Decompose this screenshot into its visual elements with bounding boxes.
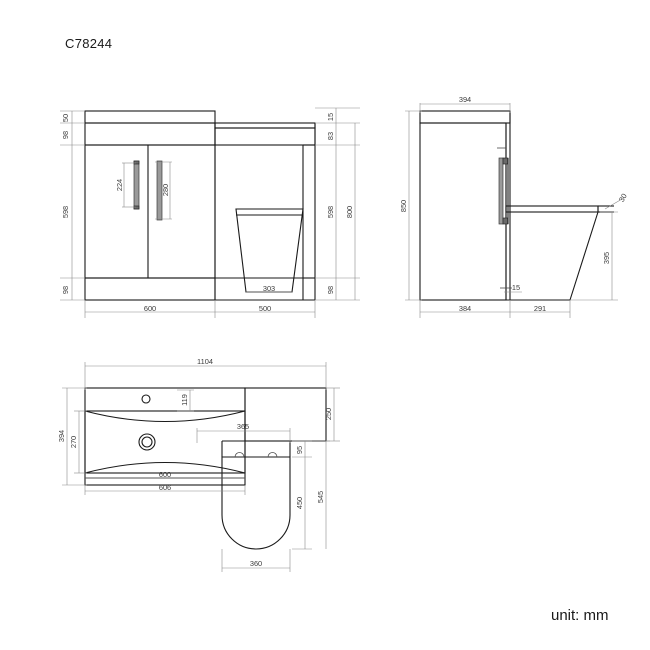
dim-handle-right: 280 bbox=[161, 184, 170, 196]
dim-plan-seat-gap: 95 bbox=[295, 446, 304, 454]
dim-toilet-base-width: 303 bbox=[263, 284, 275, 293]
dim-plan-seat-width: 360 bbox=[250, 559, 262, 568]
dim-side-top-width: 394 bbox=[459, 95, 471, 104]
dim-side-plinth: 15 bbox=[512, 283, 520, 292]
dim-front-overall-height: 800 bbox=[345, 206, 354, 218]
dim-front-right-3: 598 bbox=[326, 206, 335, 218]
dim-plan-seat-length: 450 bbox=[295, 497, 304, 509]
side-elevation-group: 394 850 384 291 15 395 30 bbox=[399, 95, 629, 318]
dim-side-height: 850 bbox=[399, 200, 408, 212]
dim-front-right-4: 98 bbox=[326, 286, 335, 294]
dim-handle-left: 224 bbox=[115, 179, 124, 191]
dim-plan-tap-offset: 119 bbox=[180, 394, 189, 406]
dim-side-rim: 30 bbox=[617, 192, 629, 204]
plan-view-group: 1104 394 270 119 600 606 bbox=[57, 357, 340, 572]
dim-side-bottom-left: 384 bbox=[459, 304, 471, 313]
dim-plan-toilet-length: 545 bbox=[316, 491, 325, 503]
page-title: C78244 bbox=[65, 36, 113, 51]
unit-note: unit: mm bbox=[551, 607, 609, 624]
dim-front-left-3: 598 bbox=[61, 206, 70, 218]
dim-plan-unit-width: 606 bbox=[159, 483, 171, 492]
dim-plan-overall-width: 1104 bbox=[197, 357, 213, 366]
dim-plan-basin-depth: 270 bbox=[69, 436, 78, 448]
dim-front-bottom-2: 500 bbox=[259, 304, 271, 313]
dim-front-left-2: 98 bbox=[61, 131, 70, 139]
front-elevation-group: 224 280 303 50 98 598 98 bbox=[60, 107, 360, 318]
dim-plan-toilet-width: 365 bbox=[237, 422, 249, 431]
dim-front-left-1: 50 bbox=[61, 114, 70, 122]
dim-side-seat-height: 395 bbox=[602, 252, 611, 264]
dim-front-bottom-1: 600 bbox=[144, 304, 156, 313]
dim-plan-depth: 394 bbox=[57, 430, 66, 442]
dim-front-right-1: 15 bbox=[326, 113, 335, 121]
dim-front-left-4: 98 bbox=[61, 286, 70, 294]
dim-plan-basin-width: 600 bbox=[159, 470, 171, 479]
dim-plan-right-top: 250 bbox=[324, 408, 333, 420]
dim-side-bottom-right: 291 bbox=[534, 304, 546, 313]
dim-front-right-2: 83 bbox=[326, 132, 335, 140]
